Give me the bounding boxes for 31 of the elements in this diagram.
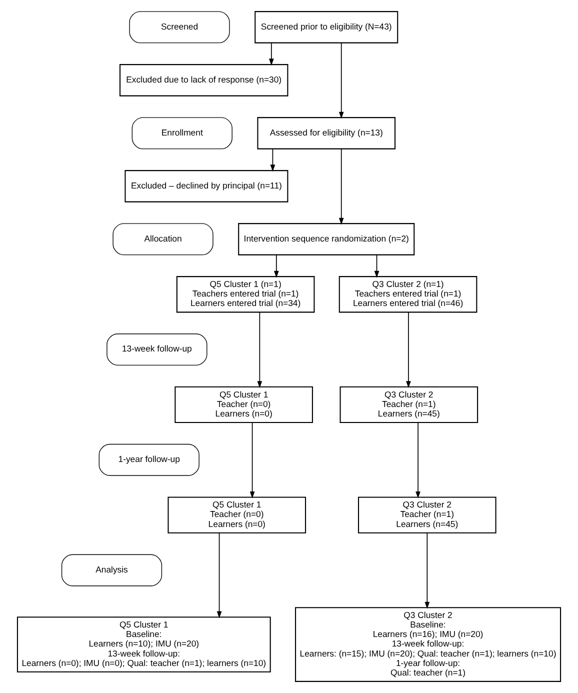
arrow xyxy=(374,254,380,278)
node-box: Enrollment xyxy=(132,117,232,150)
node-box: Screened prior to eligibility (N=43) xyxy=(254,11,398,44)
node-box: Q5 Cluster 1 Baseline: Learners (n=10); IMU (n=20) 13-week follow-up: Learners (n=0); IMU (n=0); Qual: teacher (n=1); learners (n=10) xyxy=(16,616,271,672)
arrow xyxy=(268,42,274,66)
node-box: Excluded – declined by principal (n=11) xyxy=(124,170,288,202)
node-box: Analysis xyxy=(61,554,162,586)
node-box: Q5 Cluster 1 Teacher (n=0) Learners (n=0) xyxy=(174,386,313,424)
arrow xyxy=(338,148,344,225)
node-box: Q5 Cluster 1 (n=1) Teachers entered trial (n=1) Learners entered trial (n=34) xyxy=(176,276,315,313)
arrow xyxy=(274,254,279,278)
arrow xyxy=(416,422,420,498)
arrow xyxy=(270,148,276,172)
node-box: Q5 Cluster 1 Teacher (n=0) Learners (n=0) xyxy=(168,496,306,534)
node-box: Q3 Cluster 2 Baseline: Learners (n=16); IMU (n=20) 13-week follow-up: Learners: (n=15); IMU (n=20); Qual: teacher (n=1); learners (n=10) 1-year follow-up: Qual: teacher (n=1) xyxy=(295,607,562,682)
arrow xyxy=(216,532,222,618)
node-box: Screened xyxy=(129,11,230,44)
node-box: 1-year follow-up xyxy=(98,444,200,476)
arrow xyxy=(257,312,262,388)
arrow xyxy=(250,422,255,498)
arrow xyxy=(406,312,411,388)
node-box: Q3 Cluster 2 (n=1) Teachers entered trial (n=1) Learners entered trial (n=46) xyxy=(338,276,478,313)
node-box: Intervention sequence randomization (n=2) xyxy=(238,223,415,256)
node-box: Q3 Cluster 2 Teacher (n=1) Learners (n=45) xyxy=(340,386,478,424)
arrow xyxy=(338,42,344,119)
node-box: 13-week follow-up xyxy=(106,334,208,366)
node-box: Assessed for eligibility (n=13) xyxy=(257,117,396,150)
node-box: Excluded due to lack of response (n=30) xyxy=(119,64,288,96)
node-box: Q3 Cluster 2 Teacher (n=1) Learners (n=45) xyxy=(358,496,496,534)
node-box: Allocation xyxy=(112,223,214,256)
arrow xyxy=(424,532,430,609)
